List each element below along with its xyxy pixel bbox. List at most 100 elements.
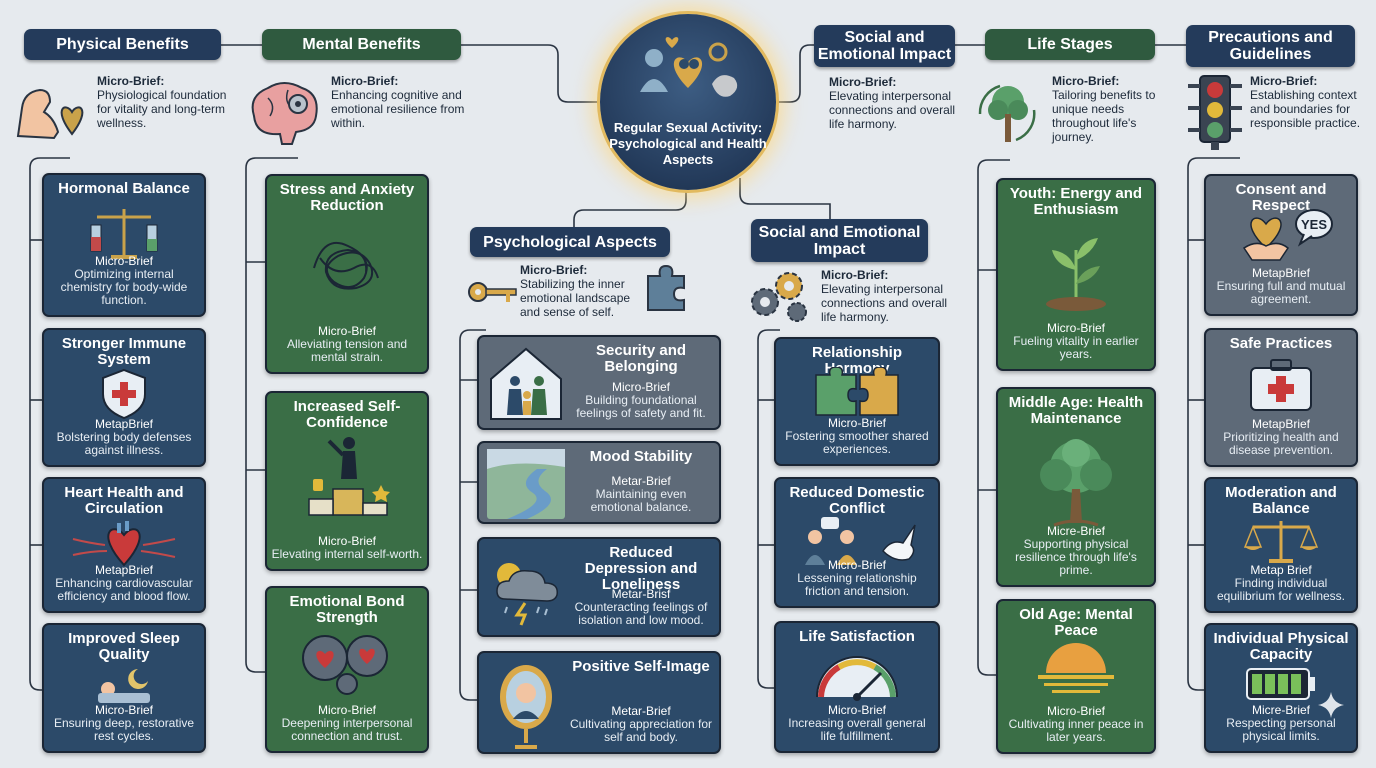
psychological-aspects-header[interactable]: Psychological Aspects <box>470 227 670 257</box>
card-improved-sleep-quality[interactable]: Improved Sleep Quality Micro-Brief Ensur… <box>42 623 206 753</box>
card-security-belonging[interactable]: Security and Belonging Micro-Brief Build… <box>477 335 721 430</box>
mirror-face-icon <box>500 665 552 749</box>
card-title: Mood Stability <box>589 448 693 465</box>
social-emotional-impact-top-header[interactable]: Social and Emotional Impact <box>814 25 955 67</box>
card-title: Safe Practices <box>1229 335 1333 352</box>
card-brief-text: Fostering smoother shared experiences. <box>785 429 929 456</box>
mental-benefits-header[interactable]: Mental Benefits <box>262 29 461 60</box>
puzzle-piece-icon <box>647 264 685 311</box>
card-stronger-immune-system[interactable]: Stronger Immune System MetapBrief Bolste… <box>42 328 206 467</box>
card-title: Old Age: Mental Peace <box>1019 606 1133 639</box>
card-brief: Micro-Brief Ensuring deep, restorative r… <box>48 704 200 743</box>
card-old-age-mental-peace[interactable]: Old Age: Mental Peace Micro-Brief Cultiv… <box>996 599 1156 754</box>
gears-icon <box>751 272 807 322</box>
card-brief-text: Building foundational feelings of safety… <box>576 393 706 420</box>
card-brief: Micre-Brief Respecting personal physical… <box>1210 704 1352 743</box>
card-mood-stability[interactable]: Mood Stability Metar-Brief Maintaining e… <box>477 441 721 524</box>
first-aid-kit-icon <box>1250 359 1312 411</box>
card-brief: Micro-Brief Optimizing internal chemistr… <box>48 255 200 307</box>
card-brief: MetapBrief Ensuring full and mutual agre… <box>1210 267 1352 306</box>
life-brief: Micro-Brief: Tailoring benefits to uniqu… <box>1052 74 1162 144</box>
card-brief: MetapBrief Enhancing cardiovascular effi… <box>48 564 200 603</box>
psych-brief: Micro-Brief: Stabilizing the inner emoti… <box>520 263 644 319</box>
card-brief-text: Ensuring full and mutual agreement. <box>1216 279 1346 306</box>
card-brief-label: Metap Brief <box>1250 563 1312 577</box>
podium-person-icon <box>308 437 390 516</box>
card-brief-text: Finding individual equilibrium for welln… <box>1216 576 1346 603</box>
card-brief: Micro-Brief Cultivating inner peace in l… <box>1002 705 1150 744</box>
card-reduced-depression-loneliness[interactable]: Reduced Depression and Loneliness Metar-… <box>477 537 721 637</box>
card-brief-label: Metar-Brisf <box>611 587 671 601</box>
card-brief-label: Micro-Brief <box>1046 704 1105 718</box>
life-stages-header[interactable]: Life Stages <box>985 29 1155 60</box>
physical-benefits-header[interactable]: Physical Benefits <box>24 29 221 60</box>
brain-gear-icon <box>251 82 318 145</box>
card-brief-label: MetapBrief <box>94 563 154 577</box>
card-moderation-balance[interactable]: Moderation and Balance Metap Brief Findi… <box>1204 477 1358 613</box>
battery-icon <box>1246 668 1315 700</box>
sun-cloud-rain-icon <box>496 563 558 626</box>
card-youth-energy-enthusiasm[interactable]: Youth: Energy and Enthusiasm Micro-Brief… <box>996 178 1156 371</box>
shield-cross-icon <box>102 368 146 420</box>
card-brief: Micro-Brief Elevating internal self-wort… <box>271 535 423 561</box>
card-brief-text: Alleviating tension and mental strain. <box>286 337 408 364</box>
card-title: Increased Self-Confidence <box>293 398 401 431</box>
mental-brief: Micro-Brief: Enhancing cognitive and emo… <box>331 74 471 130</box>
card-increased-self-confidence[interactable]: Increased Self-Confidence Micro-Brief El… <box>265 391 429 571</box>
life-brief-title: Micro-Brief: <box>1052 74 1120 88</box>
card-brief-text: Optimizing internal chemistry for body-w… <box>60 267 188 307</box>
card-individual-physical-capacity[interactable]: Individual Physical Capacity Micre-Brief… <box>1204 623 1358 753</box>
center-topic-node[interactable]: Regular Sexual Activity: Psychological a… <box>600 14 776 190</box>
card-brief-text: Increasing overall general life fulfillm… <box>788 716 926 743</box>
physical-brief: Micro-Brief: Physiological foundation fo… <box>97 74 237 130</box>
card-brief: MetapBrief Prioritizing health and disea… <box>1210 418 1352 457</box>
card-safe-practices[interactable]: Safe Practices MetapBrief Prioritizing h… <box>1204 328 1358 467</box>
card-positive-self-image[interactable]: Positive Self-Image Metar-Brief Cultivat… <box>477 651 721 754</box>
card-brief-label: Micre-Brief <box>1251 703 1310 717</box>
social-top-brief-title: Micro-Brief: <box>829 75 897 89</box>
card-brief-text: Counteracting feelings of isolation and … <box>574 600 708 627</box>
card-brief: Metap Brief Finding individual equilibri… <box>1210 564 1352 603</box>
social-top-brief: Micro-Brief: Elevating interpersonal con… <box>829 75 969 131</box>
card-brief-label: Micro-Brief <box>1046 321 1105 335</box>
social-emotional-impact-header[interactable]: Social and Emotional Impact <box>751 219 928 262</box>
card-stress-anxiety-reduction[interactable]: Stress and Anxiety Reduction Micro-Brief… <box>265 174 429 374</box>
card-brief-label: Micre-Brief <box>1046 524 1105 538</box>
card-relationship-harmony[interactable]: Relationship Harmony Micro-Brief Fosteri… <box>774 337 940 466</box>
card-brief-label: Micro-Brief <box>827 416 886 430</box>
precautions-brief-text: Establishing context and boundaries for … <box>1250 88 1361 130</box>
sunset-icon <box>1038 643 1114 693</box>
card-brief-label: Micro-Brief <box>827 703 886 717</box>
people-dove-icon <box>805 517 916 565</box>
card-hormonal-balance[interactable]: Hormonal Balance Micro-Brief Optimizing … <box>42 173 206 317</box>
card-title: Hormonal Balance <box>58 180 190 197</box>
card-brief-text: Prioritizing health and disease preventi… <box>1223 430 1339 457</box>
card-brief: MetapBrief Bolstering body defenses agai… <box>48 418 200 457</box>
card-brief: Micro-Brief Alleviating tension and ment… <box>271 325 423 364</box>
card-title: Consent and Respect <box>1235 181 1327 214</box>
card-middle-age-health-maintenance[interactable]: Middle Age: Health Maintenance Micre-Bri… <box>996 387 1156 587</box>
card-heart-health-circulation[interactable]: Heart Health and Circulation MetapBrief … <box>42 477 206 613</box>
card-brief-text: Maintaining even emotional balance. <box>590 487 692 514</box>
precautions-guidelines-header[interactable]: Precautions and Guidelines <box>1186 25 1355 67</box>
card-brief-text: Respecting personal physical limits. <box>1226 716 1336 743</box>
life-brief-text: Tailoring benefits to unique needs throu… <box>1052 88 1156 144</box>
card-brief-text: Supporting physical resilience through l… <box>1015 537 1137 577</box>
card-brief: Metar-Brief Maintaining even emotional b… <box>569 475 713 514</box>
card-life-satisfaction[interactable]: Life Satisfaction Micro-Brief Increasing… <box>774 621 940 753</box>
scale-beakers-icon <box>90 209 158 259</box>
card-brief-label: Metar-Brief <box>611 704 671 718</box>
card-brief-text: Enhancing cardiovascular efficiency and … <box>55 576 193 603</box>
card-title: Youth: Energy and Enthusiasm <box>1009 185 1143 218</box>
sprout-icon <box>1046 238 1106 311</box>
social-brief-text: Elevating interpersonal connections and … <box>821 282 948 324</box>
gears-hearts-icon <box>302 635 388 695</box>
card-consent-respect[interactable]: Consent and Respect YES MetapBrief Ensur… <box>1204 174 1358 316</box>
card-title: Reduced Domestic Conflict <box>789 484 925 517</box>
social-top-brief-text: Elevating interpersonal connections and … <box>829 89 956 131</box>
card-reduced-domestic-conflict[interactable]: Reduced Domestic Conflict Micro-Brief Le… <box>774 477 940 608</box>
card-brief: Micro-Brief Lessening relationship frict… <box>780 559 934 598</box>
card-brief-text: Lessening relationship friction and tens… <box>797 571 917 598</box>
card-emotional-bond-strength[interactable]: Emotional Bond Strength Micro-Brief Deep… <box>265 586 429 753</box>
card-brief: Micre-Brief Supporting physical resilien… <box>1002 525 1150 577</box>
